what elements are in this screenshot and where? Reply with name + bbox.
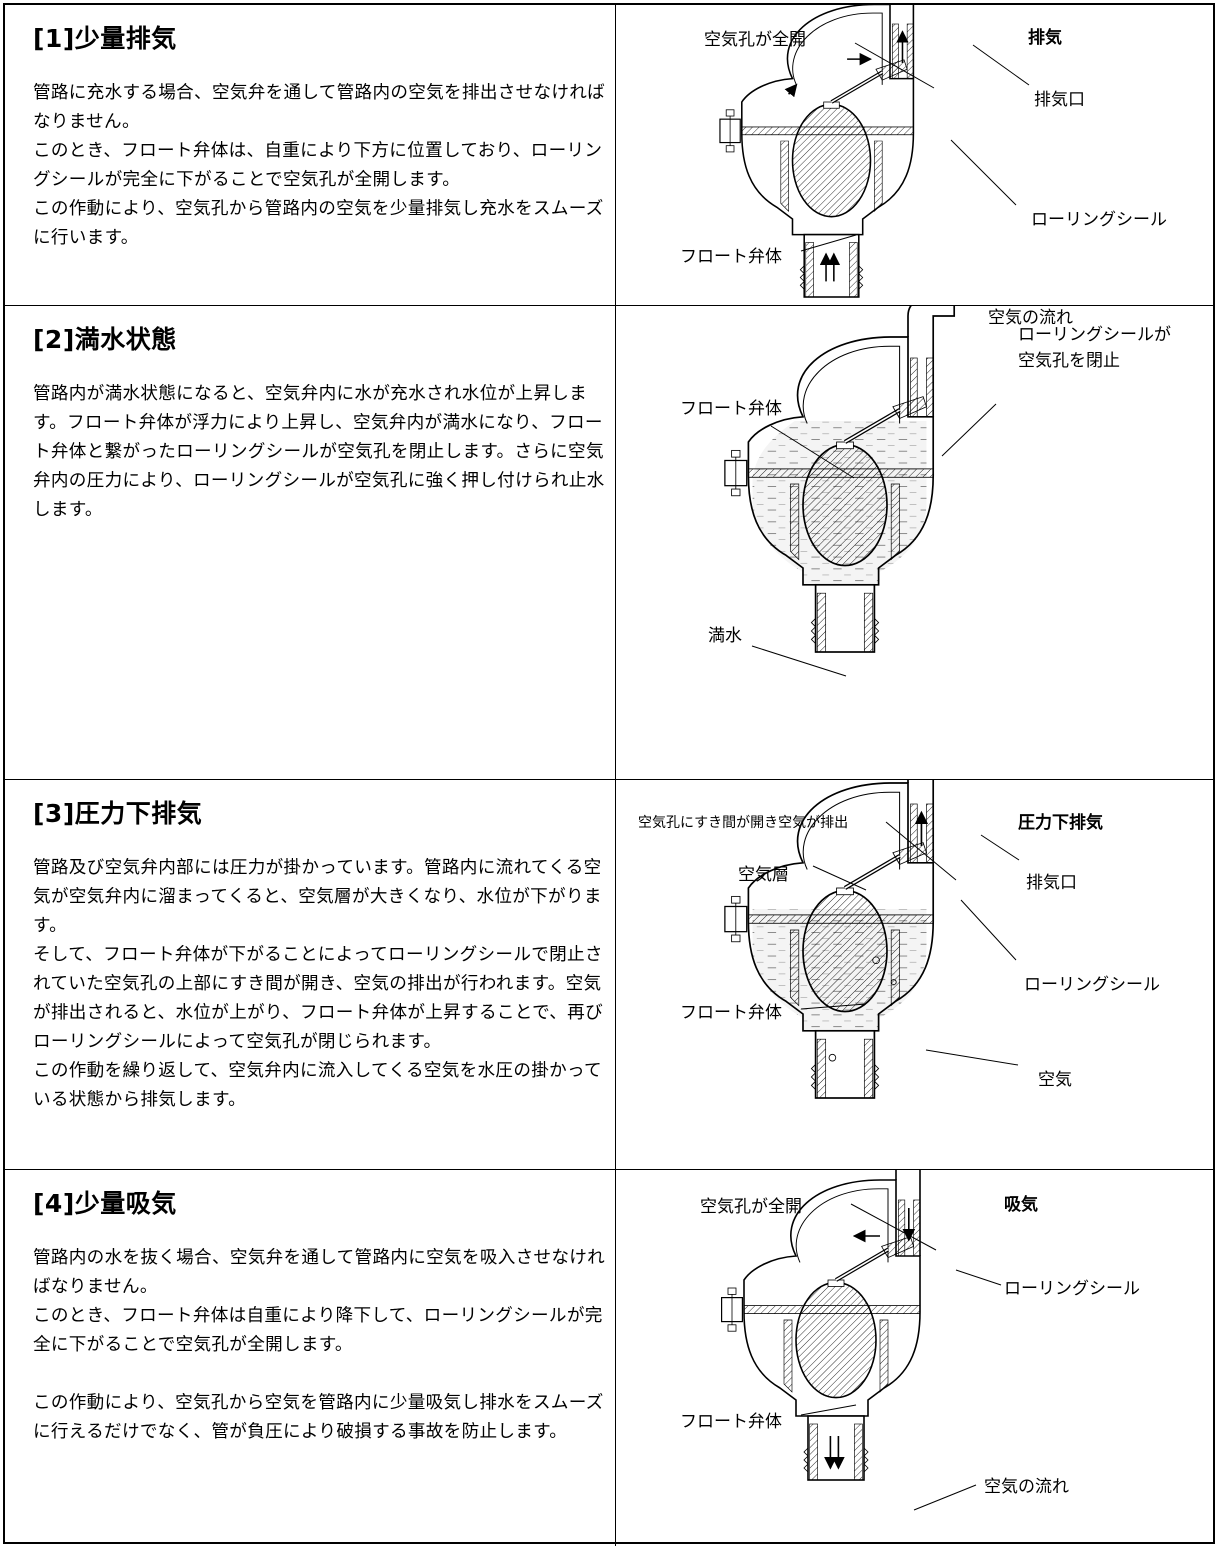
section-heading: [2]満水状態 [33, 325, 177, 354]
label-float: フロート弁体 [680, 1003, 782, 1023]
label-float: フロート弁体 [680, 247, 782, 267]
section-heading: [4]少量吸気 [33, 1189, 177, 1218]
label-air-hole-open: 空気孔が全開 [704, 30, 806, 50]
section-3-text: [3]圧力下排気 管路及び空気弁内部には圧力が掛かっています。管路内に流れてくる… [5, 780, 616, 1169]
label-rolling-seal: ローリングシール [1031, 210, 1167, 230]
label-full-water: 満水 [708, 626, 742, 646]
section-body: 管路内の水を抜く場合、空気弁を通して管路内に空気を吸入させなければなりません。 … [33, 1248, 606, 1442]
section-4-figure: 空気孔が全開 吸気 ローリングシール フロート弁体 空気の流れ [616, 1170, 1213, 1546]
label-air-layer: 空気層 [738, 865, 789, 885]
label-gap-opens: 空気孔にすき間が開き空気が排出 [638, 815, 849, 831]
label-exhaust-port: 排気口 [1034, 90, 1085, 110]
label-pressure-exhaust: 圧力下排気 [1018, 813, 1103, 833]
section-heading: [1]少量排気 [33, 24, 177, 53]
section-1-figure: 空気孔が全開 排気 排気口 ローリングシール フロート弁体 空気の流れ [616, 5, 1213, 328]
label-float: フロート弁体 [680, 1412, 782, 1432]
section-1-text: [1]少量排気 管路に充水する場合、空気弁を通して管路内の空気を排出させなければ… [5, 5, 616, 305]
label-seal-line-1: ローリングシールが [1018, 325, 1171, 345]
valve-diagram-full-water [616, 306, 997, 677]
section-3-figure: 空気孔にすき間が開き空気が排出 圧力下排気 排気口 空気層 ローリングシール フ… [616, 780, 1213, 1169]
label-rolling-seal: ローリングシール [1024, 975, 1160, 995]
section-2: [2]満水状態 管路内が満水状態になると、空気弁内に水が充水され水位が上昇します… [5, 306, 1213, 780]
label-exhaust-port: 排気口 [1026, 873, 1077, 893]
section-4-text: [4]少量吸気 管路内の水を抜く場合、空気弁を通して管路内に空気を吸入させなけれ… [5, 1170, 616, 1546]
label-air-flow: 空気の流れ [988, 308, 1073, 328]
label-air-flow: 空気の流れ [984, 1477, 1069, 1497]
label-rolling-seal: ローリングシール [1004, 1279, 1140, 1299]
document-table: [1]少量排気 管路に充水する場合、空気弁を通して管路内の空気を排出させなければ… [3, 3, 1215, 1546]
label-air-hole-open: 空気孔が全開 [700, 1197, 802, 1217]
section-2-figure: ローリングシールが 空気孔を閉止 フロート弁体 満水 [616, 306, 1213, 779]
label-intake: 吸気 [1004, 1195, 1038, 1215]
section-body: 管路に充水する場合、空気弁を通して管路内の空気を排出させなければなりません。 こ… [33, 83, 606, 248]
section-3: [3]圧力下排気 管路及び空気弁内部には圧力が掛かっています。管路内に流れてくる… [5, 780, 1213, 1170]
section-4: [4]少量吸気 管路内の水を抜く場合、空気弁を通して管路内に空気を吸入させなけれ… [5, 1170, 1213, 1546]
section-body: 管路及び空気弁内部には圧力が掛かっています。管路内に流れてくる空気が空気弁内に溜… [33, 858, 603, 1110]
section-1: [1]少量排気 管路に充水する場合、空気弁を通して管路内の空気を排出させなければ… [5, 5, 1213, 328]
valve-diagram-small-intake [616, 1170, 1002, 1511]
label-seal-line-2: 空気孔を閉止 [1018, 351, 1120, 371]
label-float: フロート弁体 [680, 399, 782, 419]
label-air: 空気 [1038, 1070, 1072, 1090]
valve-diagram-small-exhaust [718, 5, 1030, 299]
section-heading: [3]圧力下排気 [33, 799, 203, 828]
valve-diagram-pressure-exhaust [616, 780, 1020, 1168]
label-exhaust: 排気 [1028, 28, 1062, 48]
section-body: 管路内が満水状態になると、空気弁内に水が充水され水位が上昇します。フロート弁体が… [33, 384, 605, 520]
section-2-text: [2]満水状態 管路内が満水状態になると、空気弁内に水が充水され水位が上昇します… [5, 306, 616, 779]
